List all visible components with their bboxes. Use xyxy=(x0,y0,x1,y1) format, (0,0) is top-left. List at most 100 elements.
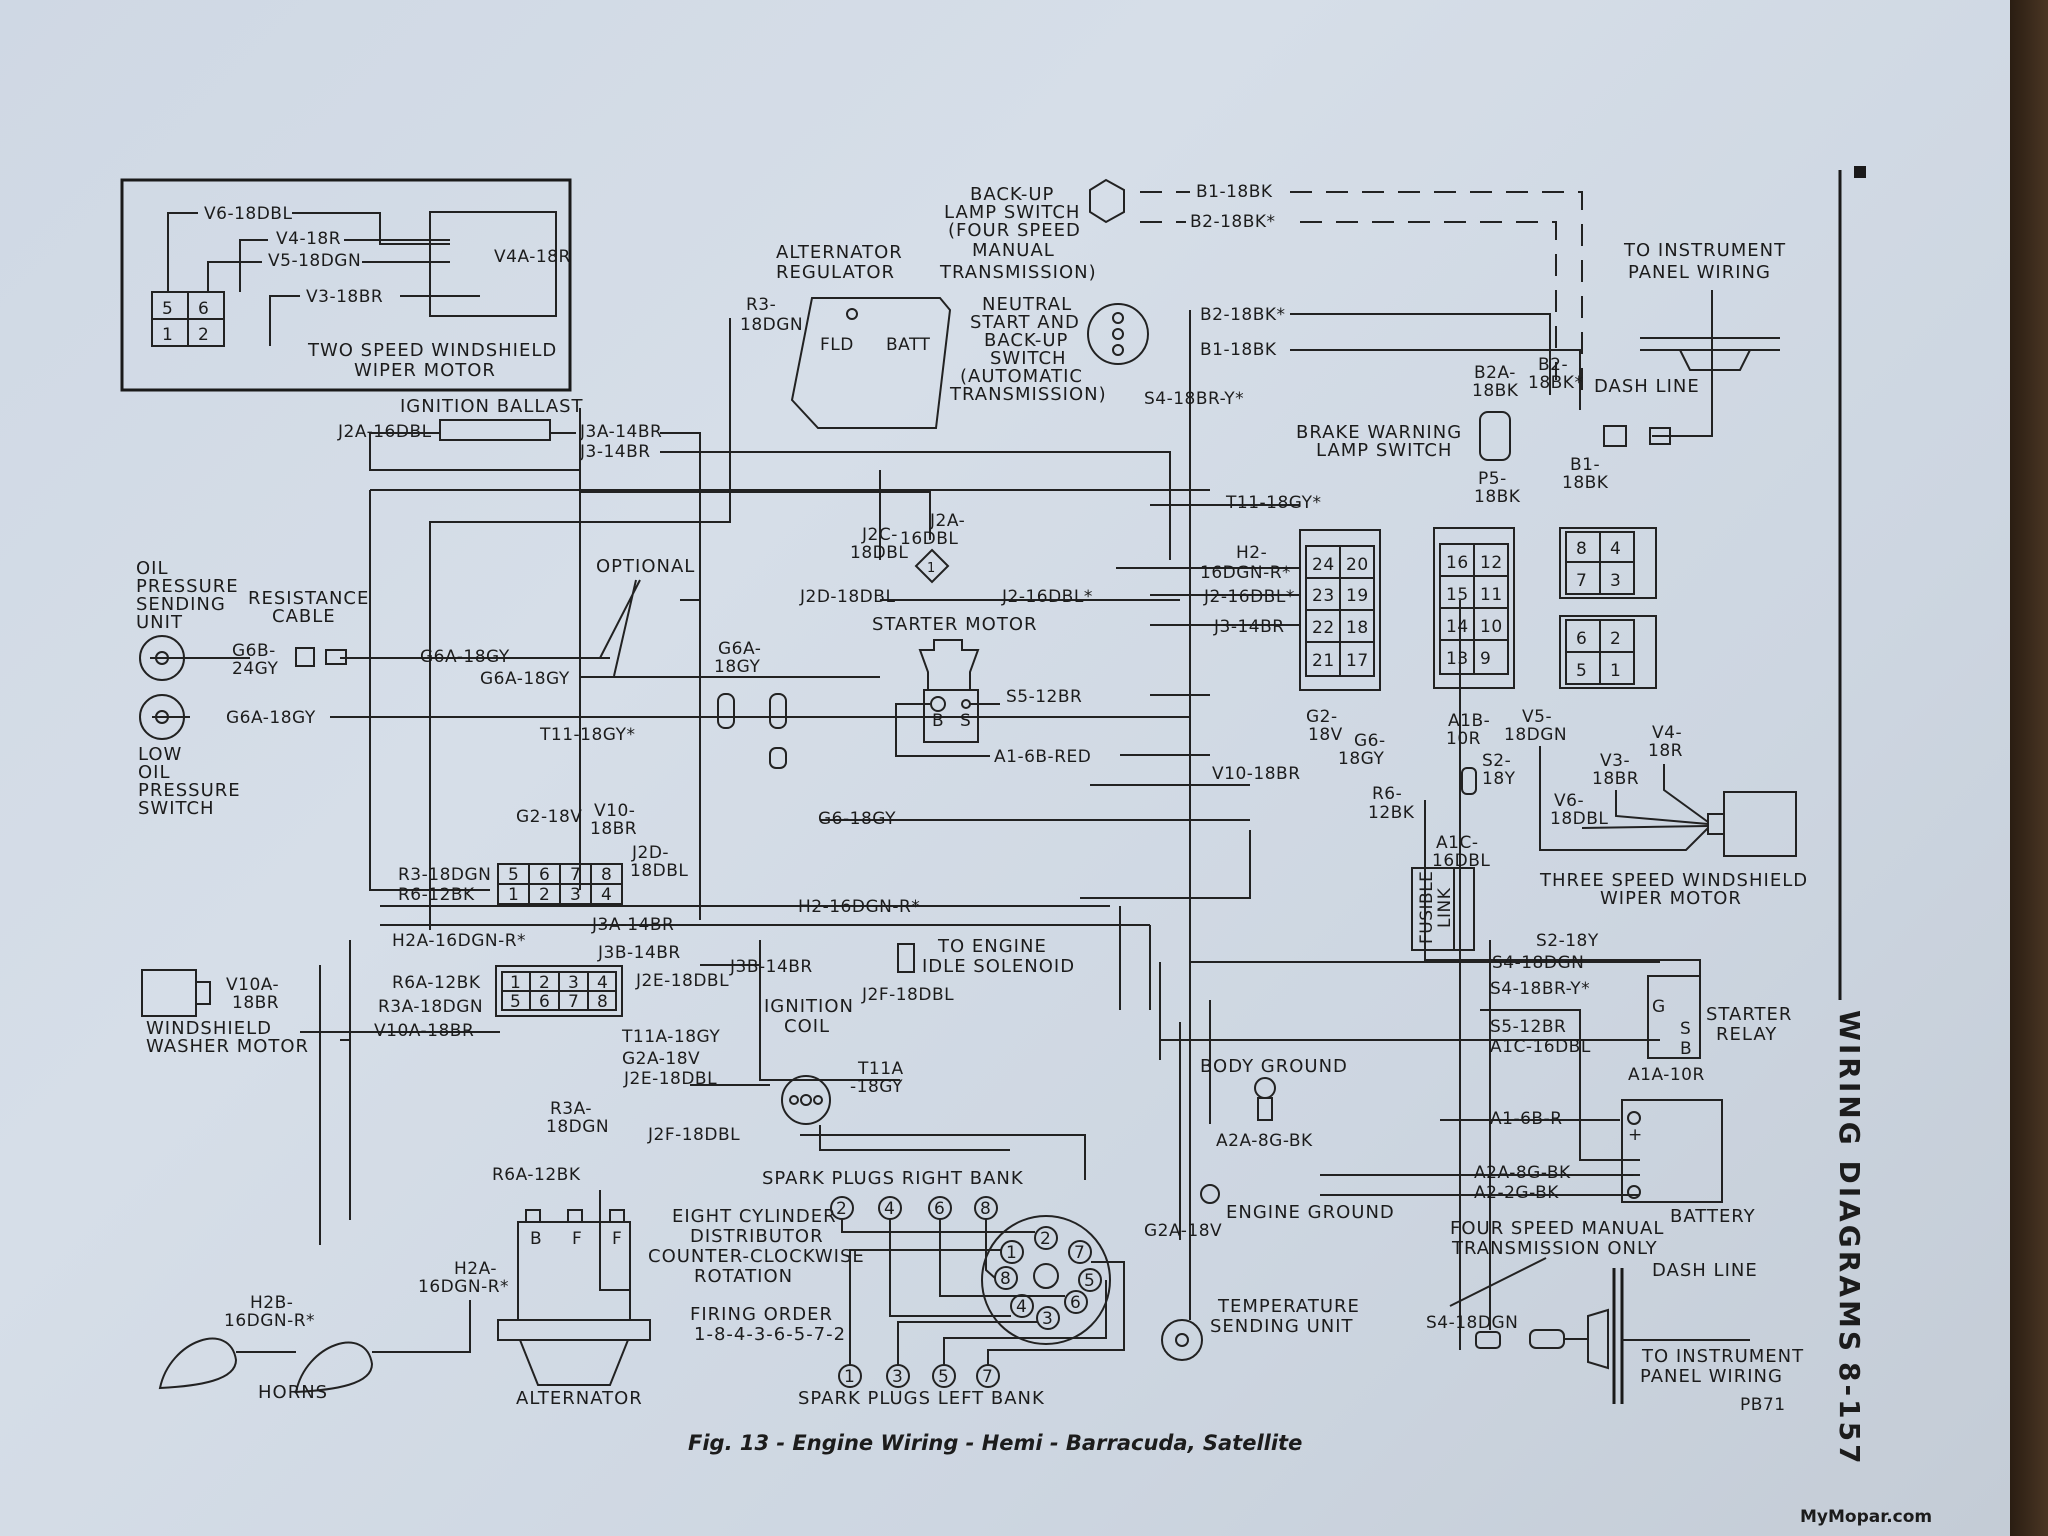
wire-label: 10R xyxy=(1446,729,1481,749)
terminal-label: F xyxy=(572,1229,582,1249)
backup-lamp-switch: BACK-UP LAMP SWITCH (FOUR SPEED MANUAL T… xyxy=(939,178,1583,400)
wire-label: 18R xyxy=(1648,741,1683,761)
firing-order-value: 1-8-4-3-6-5-7-2 xyxy=(694,1324,846,1345)
pin: 5 xyxy=(1576,661,1587,681)
wire-label: 18BK xyxy=(1474,487,1521,507)
wire-label: V10- xyxy=(594,801,635,821)
pin: 2 xyxy=(198,325,209,345)
wire-label: A1-6B-RED xyxy=(994,747,1091,767)
component-label: ALTERNATOR xyxy=(776,242,903,263)
wire-label: V5-18DGN xyxy=(268,251,361,271)
component-label: SENDING UNIT xyxy=(1210,1316,1354,1337)
component-label: (FOUR SPEED xyxy=(948,220,1081,241)
pin: 4 xyxy=(601,885,612,905)
wire-harness xyxy=(150,310,1701,1350)
instrument-panel-connection-top: TO INSTRUMENT PANEL WIRING DASH LINE B2A… xyxy=(1472,240,1785,493)
wire-label: 18Y xyxy=(1482,769,1516,789)
battery-body xyxy=(1621,1099,1723,1203)
component-label: WIPER MOTOR xyxy=(354,360,496,381)
component-label: START AND xyxy=(970,312,1080,333)
pin: 9 xyxy=(1480,649,1491,669)
wire-label: R6- xyxy=(1372,784,1402,804)
component-label: RESISTANCE xyxy=(248,588,369,609)
wire-label: J2F-18DBL xyxy=(861,985,954,1005)
pin: 17 xyxy=(1346,651,1369,671)
wire-label: 16DGN-R* xyxy=(224,1311,315,1331)
wire-label: V6-18DBL xyxy=(204,204,292,224)
cap-terminal: 3 xyxy=(1042,1309,1053,1329)
pin: 19 xyxy=(1346,586,1369,606)
wire-label: V4- xyxy=(1652,723,1682,743)
wire-label: R6-12BK xyxy=(398,885,475,905)
pin: 13 xyxy=(1446,649,1469,669)
margin-marker xyxy=(1854,166,1866,178)
component-label: ROTATION xyxy=(694,1266,793,1287)
horns: H2A- 16DGN-R* H2B- 16DGN-R* HORNS xyxy=(158,1259,509,1403)
wire-label: A1A-10R xyxy=(1628,1065,1705,1085)
wire-label: 18BR xyxy=(1592,769,1639,789)
wire-label: B1-18BK xyxy=(1200,340,1277,360)
four-speed-only-section: FOUR SPEED MANUAL TRANSMISSION ONLY S4-1… xyxy=(1426,1218,1803,1415)
component-label: FUSIBLE xyxy=(1417,871,1437,944)
pin: 23 xyxy=(1312,586,1335,606)
component-label: SPARK PLUGS LEFT BANK xyxy=(798,1388,1045,1409)
pin: 8 xyxy=(601,865,612,885)
wire-label: A1B- xyxy=(1448,711,1490,731)
terminal-label: B xyxy=(1680,1039,1692,1059)
wire-label: V6- xyxy=(1554,791,1584,811)
wire-label: R3-18DGN xyxy=(398,865,491,885)
component-label: TRANSMISSION ONLY xyxy=(1451,1238,1658,1259)
wire-label: V10-18BR xyxy=(1212,764,1301,784)
wire-label: 16DGN-R* xyxy=(1200,563,1291,583)
brake-warning-lamp-switch: BRAKE WARNING LAMP SWITCH P5- 18BK xyxy=(1296,411,1521,507)
pin: 1 xyxy=(508,885,519,905)
component-label: WINDSHIELD xyxy=(146,1018,272,1039)
oil-pressure-sending-unit: OIL PRESSURE SENDING UNIT RESISTANCE CAB… xyxy=(136,556,694,689)
wire-label: H2B- xyxy=(250,1293,293,1313)
component-label: BRAKE WARNING xyxy=(1296,422,1462,443)
pin: 6 xyxy=(539,992,550,1012)
wire-label: V3- xyxy=(1600,751,1630,771)
wire-label: A2A-8G-BK xyxy=(1216,1131,1313,1151)
wire-label: R6A-12BK xyxy=(492,1165,581,1185)
cap-terminal: 8 xyxy=(1000,1269,1011,1289)
pin: 20 xyxy=(1346,555,1369,575)
component-label: UNIT xyxy=(136,612,183,633)
positive-terminal: + xyxy=(1628,1125,1643,1145)
cap-terminal: 4 xyxy=(1016,1297,1027,1317)
pin: 22 xyxy=(1312,618,1335,638)
component-label: IDLE SOLENOID xyxy=(922,956,1075,977)
section-title: WIRING DIAGRAMS xyxy=(1833,1010,1866,1354)
component-label: EIGHT CYLINDER xyxy=(672,1206,837,1227)
component-label: NEUTRAL xyxy=(982,294,1072,315)
terminal-label: B xyxy=(932,711,944,731)
wire-label: S4-18BR-Y* xyxy=(1490,979,1590,999)
component-label: TRANSMISSION) xyxy=(939,262,1097,283)
wire-label: J3-14BR xyxy=(1213,617,1285,637)
component-label: RELAY xyxy=(1716,1024,1777,1045)
wire-label: J2F-18DBL xyxy=(647,1125,740,1145)
plug-number: 6 xyxy=(934,1199,945,1219)
wire-label: 18BK* xyxy=(1528,373,1583,393)
starter-motor: STARTER MOTOR B S S5-12BR A1-6B-RED xyxy=(872,614,1091,767)
fusible-link: FUSIBLE LINK xyxy=(1411,767,1477,951)
wire-label: -18GY xyxy=(850,1077,903,1097)
component-label: COIL xyxy=(784,1016,830,1037)
component-label: LINK xyxy=(1435,887,1455,928)
component-label: COUNTER-CLOCKWISE xyxy=(648,1246,865,1267)
terminal-label: B xyxy=(530,1229,542,1249)
component-label: LAMP SWITCH xyxy=(1316,440,1452,461)
pin: 12 xyxy=(1480,553,1503,573)
pin: 1 xyxy=(162,325,173,345)
alternator-regulator: ALTERNATOR REGULATOR FLD BATT R3- 18DGN xyxy=(740,242,952,429)
wire-label: S4-18DGN xyxy=(1492,953,1584,973)
horn-right xyxy=(294,1341,374,1394)
wire-label: H2A-16DGN-R* xyxy=(392,931,526,951)
engine-connector-upper: 5 6 7 8 1 2 3 4 G2-18V V10- 18BR J2D- 18… xyxy=(398,801,920,935)
splice-diamond xyxy=(914,548,950,584)
component-label: WASHER MOTOR xyxy=(146,1036,309,1057)
wire-label: S5-12BR xyxy=(1006,687,1082,707)
wire-label: G6B- xyxy=(232,641,276,661)
plug-number: 8 xyxy=(980,1199,991,1219)
wire-label: 18BR xyxy=(232,993,279,1013)
